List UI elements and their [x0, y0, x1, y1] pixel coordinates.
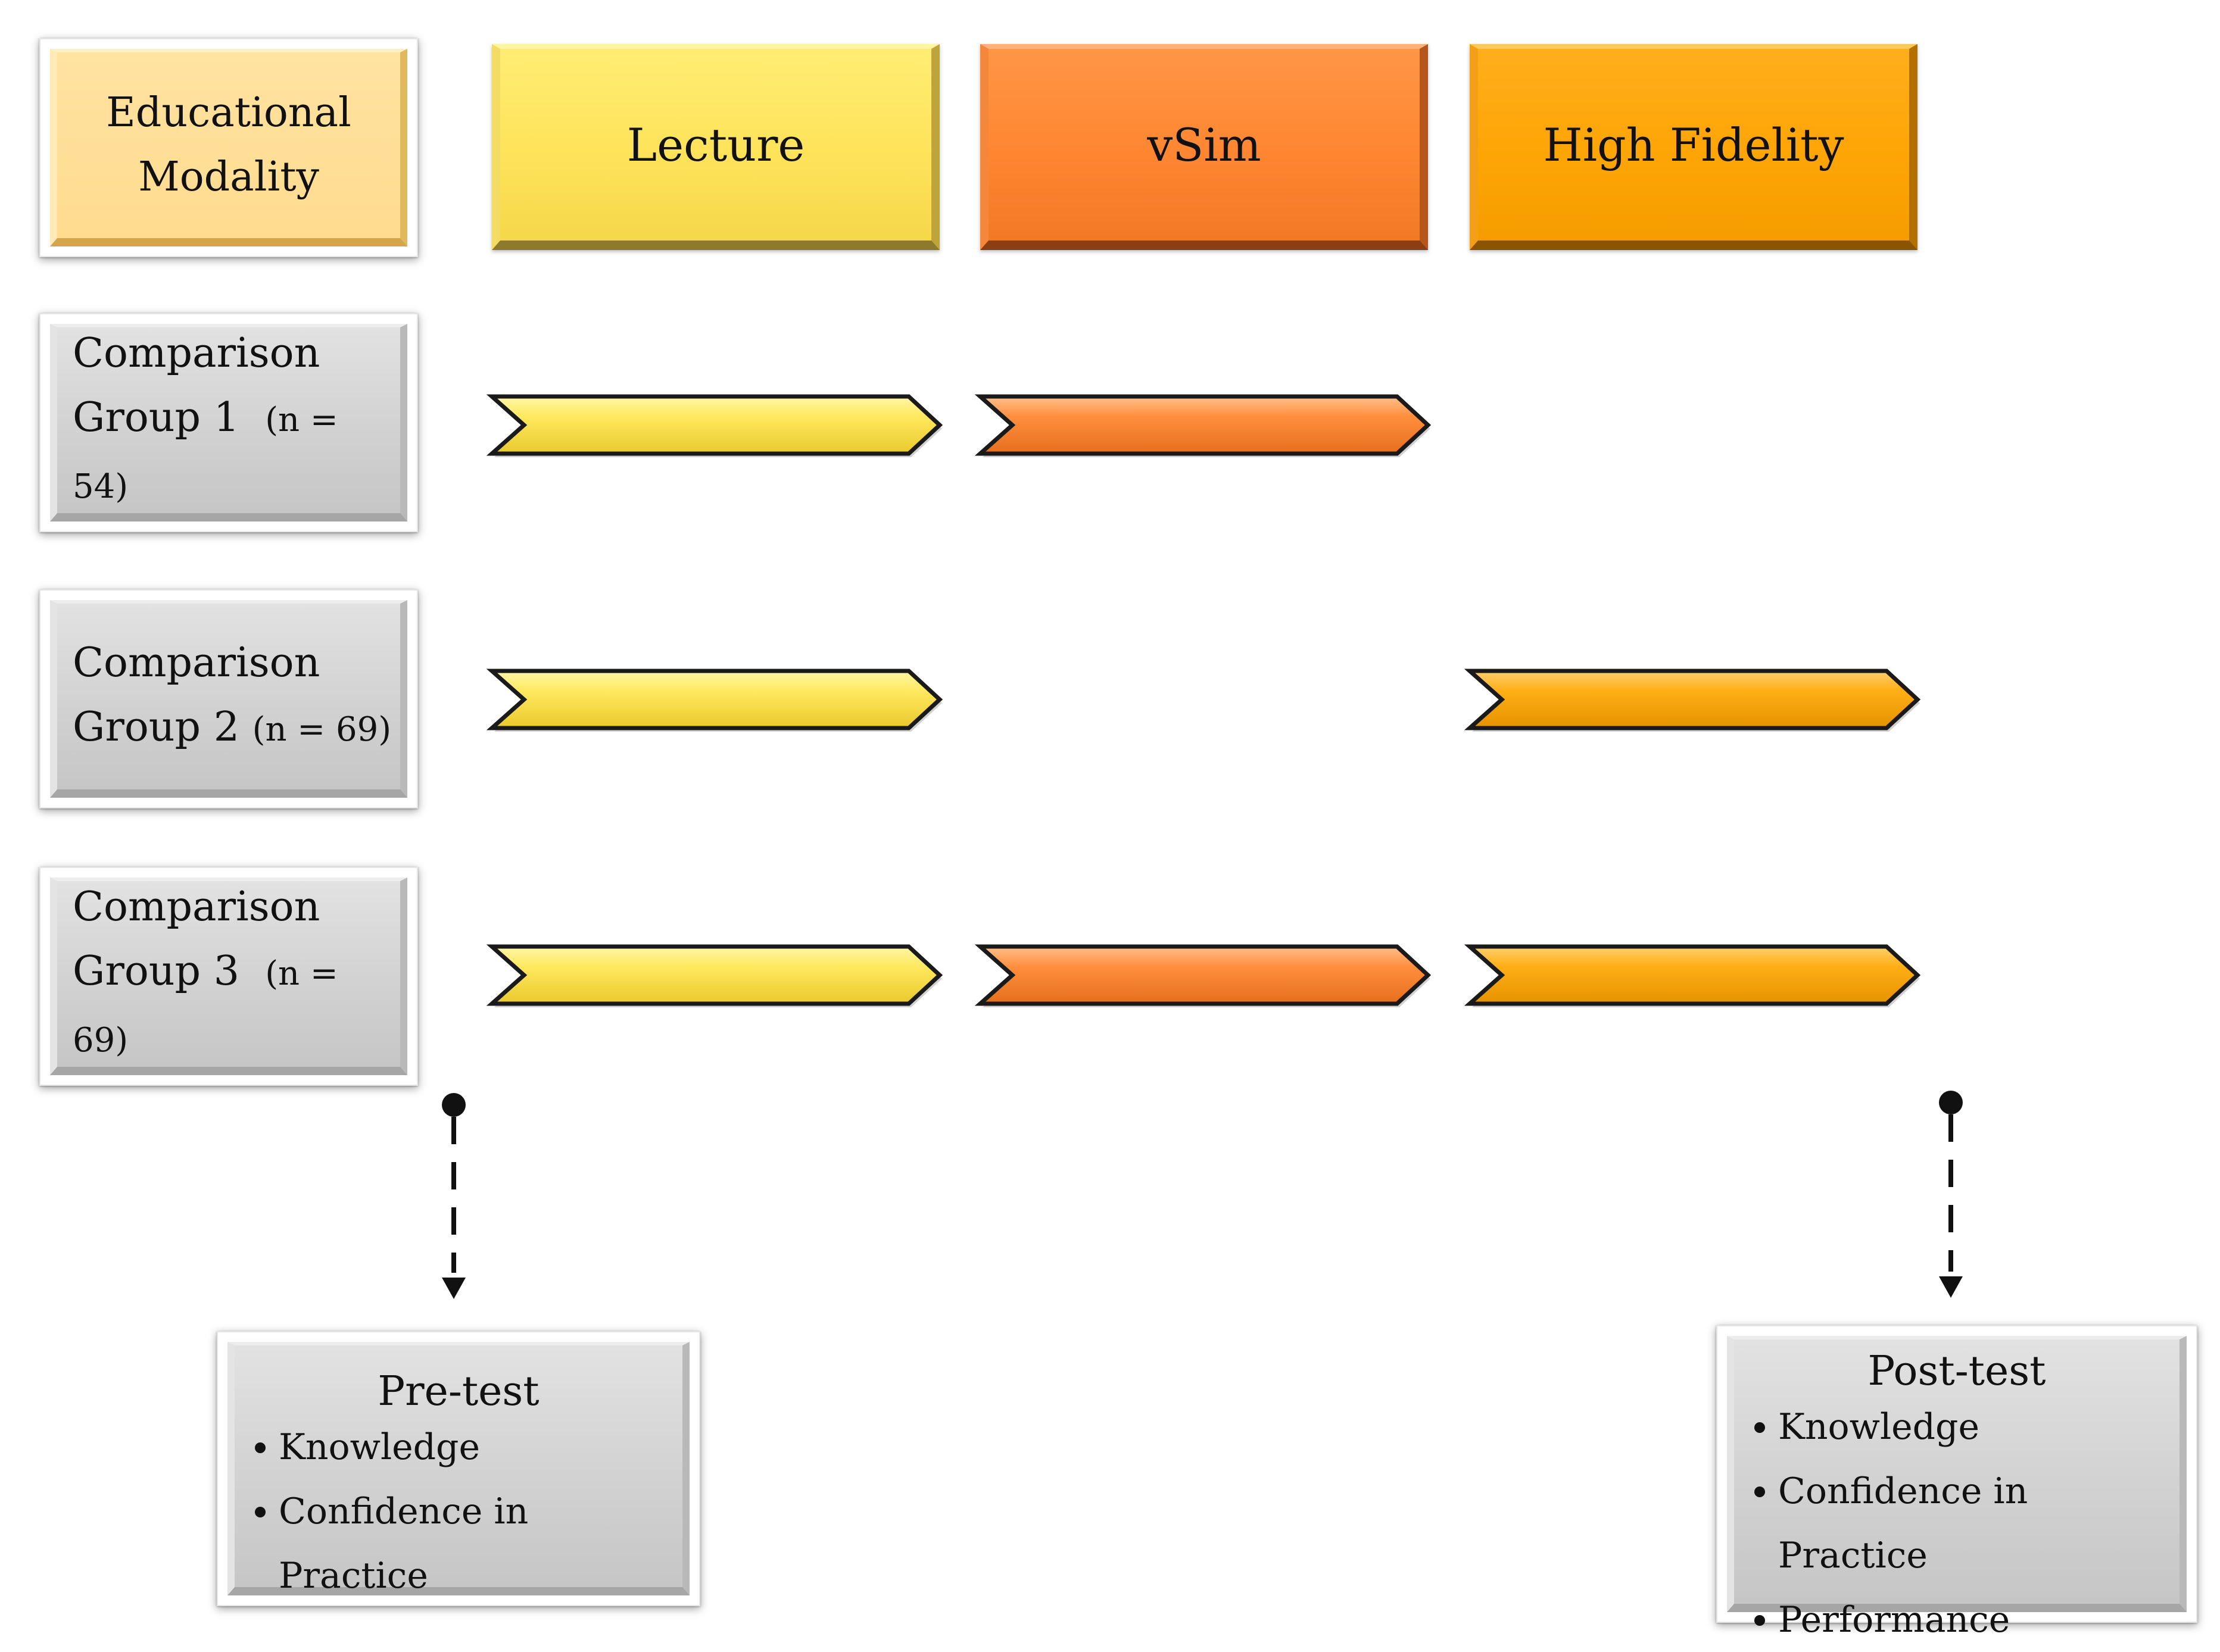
pretest-marker-dot — [442, 1093, 466, 1117]
posttest-marker-dot — [1939, 1091, 1963, 1114]
group-3-n: (n = 69) — [73, 954, 338, 1060]
group-1-line1: Comparison — [73, 330, 320, 377]
group-2-high-fidelity-chevron — [1464, 669, 1921, 730]
group-3-lecture-chevron — [486, 944, 943, 1006]
posttest-item-confidence: Confidence in Practice — [1748, 1459, 2180, 1588]
group-3-box-face: Comparison Group 3 (n = 69) — [50, 877, 407, 1075]
group-3-line2: Group 3 — [73, 948, 239, 995]
modality-vsim-box: vSim — [980, 44, 1428, 250]
legend-box: Educational Modality — [39, 38, 418, 257]
group-3-line1: Comparison — [73, 883, 320, 930]
legend-label: Educational Modality — [57, 52, 400, 238]
modality-high-fidelity-label: High Fidelity — [1543, 118, 1844, 171]
group-1-n: (n = 54) — [73, 401, 338, 506]
group-2-lecture-chevron — [486, 669, 943, 730]
posttest-timing-arrow — [1939, 1091, 1963, 1298]
modality-lecture-label: Lecture — [626, 118, 805, 171]
legend-box-face: Educational Modality — [50, 49, 407, 246]
chevron-group — [486, 394, 1921, 1007]
group-2-label: Comparison Group 2 (n = 69) — [73, 604, 391, 789]
group-3-label: Comparison Group 3 (n = 69) — [73, 881, 400, 1067]
group-1-vsim-chevron — [974, 394, 1432, 456]
posttest-box-face: Post-test Knowledge Confidence in Practi… — [1727, 1336, 2187, 1641]
modality-high-fidelity-box: High Fidelity — [1470, 44, 1917, 250]
modality-lecture-box: Lecture — [492, 44, 940, 250]
pretest-list: Knowledge Confidence in Practice — [249, 1415, 682, 1608]
group-3-box: Comparison Group 3 (n = 69) — [39, 867, 418, 1086]
pretest-box: Pre-test Knowledge Confidence in Practic… — [217, 1331, 700, 1606]
pretest-box-face: Pre-test Knowledge Confidence in Practic… — [227, 1342, 690, 1597]
pretest-item-knowledge: Knowledge — [249, 1415, 682, 1479]
pretest-title: Pre-test — [378, 1368, 540, 1415]
legend-line2: Modality — [138, 154, 319, 201]
group-2-box-face: Comparison Group 2 (n = 69) — [50, 600, 407, 798]
posttest-arrow-head — [1939, 1276, 1963, 1298]
posttest-item-knowledge: Knowledge — [1748, 1395, 2180, 1459]
group-2-line2: Group 2 — [73, 704, 239, 751]
group-1-label: Comparison Group 1 (n = 54) — [73, 327, 400, 513]
pretest-timing-arrow — [442, 1093, 466, 1299]
posttest-item-performance: Performance — [1748, 1588, 2180, 1652]
posttest-box: Post-test Knowledge Confidence in Practi… — [1716, 1325, 2197, 1641]
group-1-box: Comparison Group 1 (n = 54) — [39, 313, 418, 532]
group-1-lecture-chevron — [486, 394, 943, 456]
group-3-high-fidelity-chevron — [1464, 944, 1921, 1006]
pretest-arrow-head — [442, 1278, 466, 1299]
group-1-line2: Group 1 — [73, 394, 239, 441]
group-2-n: (n = 69) — [252, 710, 392, 749]
pretest-item-confidence: Confidence in Practice — [249, 1479, 682, 1608]
posttest-list: Knowledge Confidence in Practice Perform… — [1748, 1395, 2180, 1652]
group-2-box: Comparison Group 2 (n = 69) — [39, 589, 418, 808]
posttest-title: Post-test — [1867, 1348, 2046, 1395]
group-2-line1: Comparison — [73, 639, 320, 686]
group-1-box-face: Comparison Group 1 (n = 54) — [50, 324, 407, 521]
group-3-vsim-chevron — [974, 944, 1432, 1006]
modality-vsim-label: vSim — [1147, 118, 1261, 171]
legend-line1: Educational — [106, 89, 351, 136]
